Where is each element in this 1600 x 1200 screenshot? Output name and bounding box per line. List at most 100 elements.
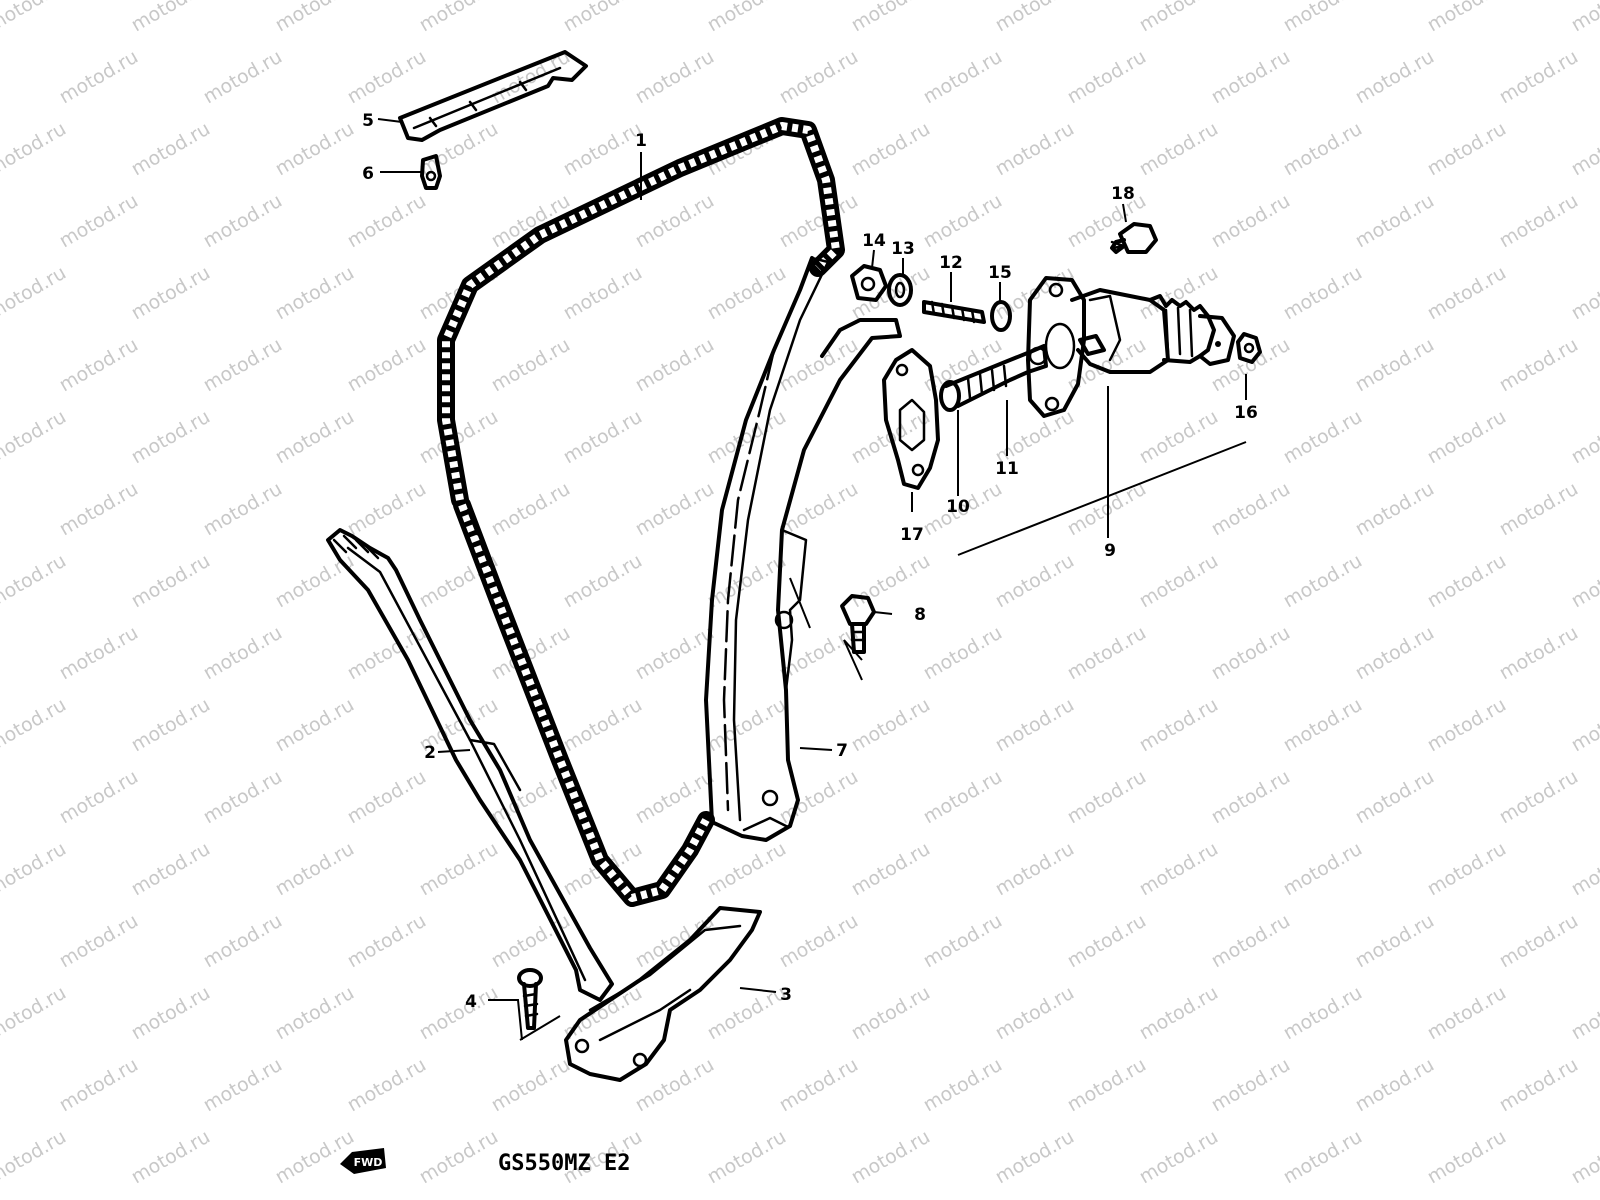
callout-12: 12 (939, 253, 963, 273)
watermark-text: motod.ru (0, 1126, 70, 1189)
watermark-text: motod.ru (992, 982, 1078, 1045)
watermark-text: motod.ru (1352, 478, 1438, 541)
watermark-text: motod.ru (1496, 190, 1582, 253)
watermark-text: motod.ru (272, 694, 358, 757)
watermark-text: motod.ru (1064, 766, 1150, 829)
part-11-push-rod (939, 344, 1048, 412)
watermark-text: motod.ru (704, 1126, 790, 1189)
watermark-text: motod.ru (1136, 118, 1222, 181)
part-2-chain-guide (326, 528, 614, 1002)
watermark-text: motod.ru (1208, 1054, 1294, 1117)
part-9-tensioner-body (1026, 276, 1236, 418)
callout-17: 17 (900, 525, 924, 545)
watermark-text: motod.ru (416, 0, 502, 36)
watermark-text: motod.ru (1568, 262, 1600, 325)
watermark-text: motod.ru (848, 550, 934, 613)
watermark-text: motod.ru (0, 838, 70, 901)
watermark-text: motod.ru (1568, 118, 1600, 181)
watermark-text: motod.ru (344, 478, 430, 541)
watermark-text: motod.ru (56, 478, 142, 541)
watermark-text: motod.ru (992, 1126, 1078, 1189)
watermark-text: motod.ru (0, 118, 70, 181)
watermark-text: motod.ru (560, 982, 646, 1045)
watermark-text: motod.ru (128, 838, 214, 901)
watermark-text: motod.ru (1568, 982, 1600, 1045)
watermark-text: motod.ru (920, 766, 1006, 829)
watermark-text: motod.ru (1352, 190, 1438, 253)
watermark-text: motod.ru (344, 766, 430, 829)
watermark-text: motod.ru (1064, 46, 1150, 109)
watermark-text: motod.ru (1352, 334, 1438, 397)
watermark-text: motod.ru (1424, 982, 1510, 1045)
watermark-text: motod.ru (1352, 766, 1438, 829)
part-12-stud (922, 300, 986, 324)
callout-10: 10 (946, 497, 970, 517)
watermark-text: motod.ru (704, 838, 790, 901)
watermark-text: motod.ru (1352, 910, 1438, 973)
watermark-text: motod.ru (128, 262, 214, 325)
watermark-text: motod.ru (560, 118, 646, 181)
watermark-text: motod.ru (1352, 46, 1438, 109)
watermark-text: motod.ru (632, 334, 718, 397)
watermark-text: motod.ru (1280, 262, 1366, 325)
watermark-text: motod.ru (0, 262, 70, 325)
watermark-text: motod.ru (200, 766, 286, 829)
watermark-text: motod.ru (272, 262, 358, 325)
watermark-text: motod.ru (344, 910, 430, 973)
watermark-text: motod.ru (56, 766, 142, 829)
watermark-text: motod.ru (128, 406, 214, 469)
part-7-chain-guide (704, 256, 902, 842)
callout-2: 2 (424, 743, 436, 763)
watermark-text: motod.ru (632, 46, 718, 109)
watermark-text: motod.ru (128, 694, 214, 757)
watermark-text: motod.ru (128, 1126, 214, 1189)
watermark-text: motod.ru (1280, 550, 1366, 613)
watermark-text: motod.ru (344, 190, 430, 253)
watermark-text: motod.ru (1208, 190, 1294, 253)
watermark-text: motod.ru (992, 550, 1078, 613)
watermark-text: motod.ru (560, 0, 646, 36)
watermark-text: motod.ru (200, 190, 286, 253)
callout-4: 4 (465, 992, 477, 1012)
watermark-text: motod.ru (1424, 262, 1510, 325)
watermark-text: motod.ru (1280, 118, 1366, 181)
front-arrow-label: FWD (354, 1156, 383, 1169)
watermark-text: motod.ru (1496, 766, 1582, 829)
watermark-text: motod.ru (776, 46, 862, 109)
watermark-text: motod.ru (1208, 910, 1294, 973)
watermark-text: motod.ru (848, 982, 934, 1045)
watermark-text: motod.ru (200, 1054, 286, 1117)
watermark-text: motod.ru (920, 1054, 1006, 1117)
watermark-text: motod.ru (200, 622, 286, 685)
watermark-text: motod.ru (416, 118, 502, 181)
watermark-text: motod.ru (1208, 622, 1294, 685)
part-17-gasket (882, 348, 940, 490)
watermark-text: motod.ru (776, 910, 862, 973)
callout-18: 18 (1111, 184, 1135, 204)
watermark-text: motod.ru (200, 478, 286, 541)
watermark-text: motod.ru (1136, 982, 1222, 1045)
watermark-text: motod.ru (344, 1054, 430, 1117)
watermark-text: motod.ru (272, 838, 358, 901)
watermark-text: motod.ru (992, 118, 1078, 181)
callout-15: 15 (988, 263, 1012, 283)
part-18-bolt (1110, 222, 1158, 254)
watermark-text: motod.ru (1496, 46, 1582, 109)
callout-1: 1 (635, 131, 647, 151)
part-5-top-guide (398, 50, 588, 142)
watermark-text: motod.ru (1424, 1126, 1510, 1189)
watermark-text: motod.ru (1064, 190, 1150, 253)
watermark-text: motod.ru (0, 694, 70, 757)
watermark-text: motod.ru (272, 982, 358, 1045)
watermark-text: motod.ru (1280, 1126, 1366, 1189)
part-14-nut (850, 264, 888, 302)
watermark-text: motod.ru (1424, 838, 1510, 901)
watermark-text: motod.ru (992, 0, 1078, 36)
watermark-text: motod.ru (1496, 910, 1582, 973)
watermark-text: motod.ru (1496, 478, 1582, 541)
watermark-text: motod.ru (344, 334, 430, 397)
watermark-text: motod.ru (1280, 406, 1366, 469)
watermark-text: motod.ru (992, 694, 1078, 757)
callout-13: 13 (891, 239, 915, 259)
watermark-text: motod.ru (0, 982, 70, 1045)
